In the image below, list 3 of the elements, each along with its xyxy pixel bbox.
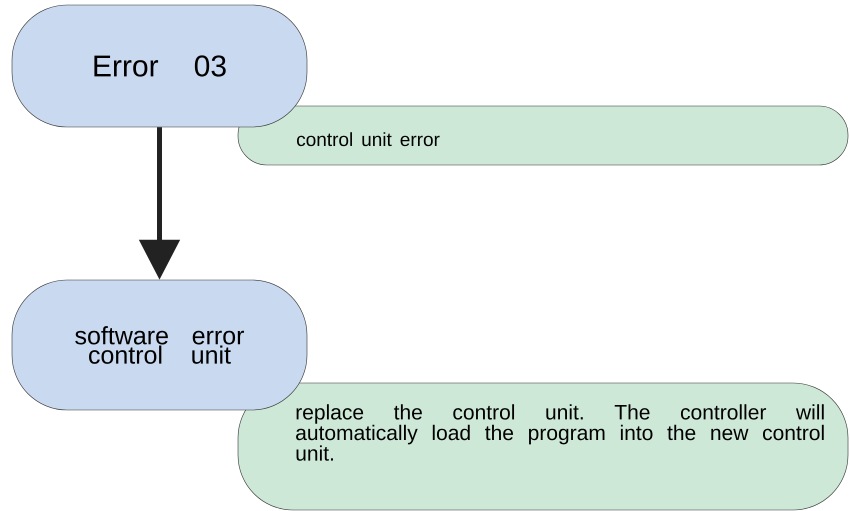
note-band: replace the control unit. The controller will automatically load the program into the new control unit. [238,382,848,510]
rounded-box: Error 03 [12,4,308,128]
note-band: control unit error [238,106,848,166]
